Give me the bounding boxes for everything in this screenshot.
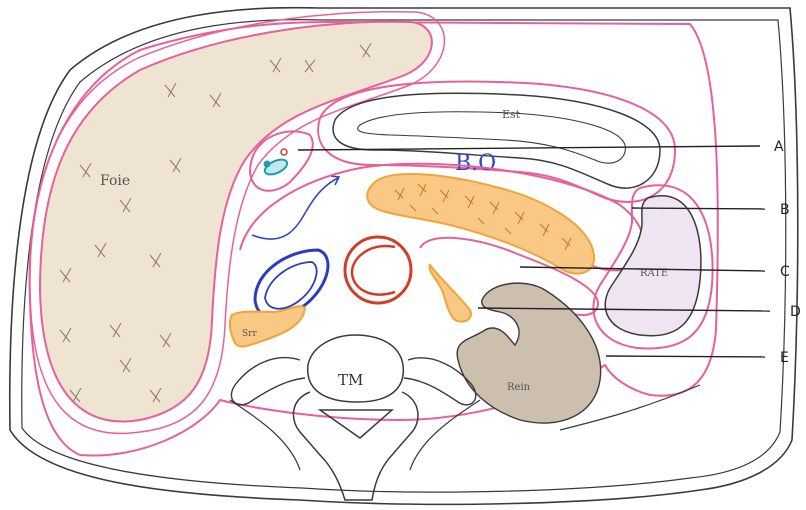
left-adrenal	[429, 265, 471, 322]
stomach-wall	[333, 93, 660, 188]
vertebra-label: TM	[338, 371, 363, 389]
bile-duct	[264, 161, 271, 168]
left-kidney	[457, 283, 601, 423]
omental-bursa-label: B.O	[455, 151, 496, 176]
callout-e: E	[780, 350, 789, 366]
callout-d: D	[790, 304, 801, 320]
liver-label: Foie	[100, 173, 130, 189]
vertebral-body	[308, 335, 404, 402]
stomach-label: Est	[502, 108, 521, 121]
adrenal-label: Srr	[242, 329, 257, 339]
aorta-inner	[352, 246, 395, 294]
transverse-process-left	[231, 358, 305, 405]
hepatic-artery	[281, 149, 287, 155]
spleen	[605, 196, 701, 336]
kidney-label: Rein	[507, 382, 531, 393]
callout-c: C	[780, 264, 790, 280]
callout-b: B	[780, 202, 790, 218]
right-adrenal	[230, 306, 305, 346]
callout-a: A	[774, 139, 784, 155]
pancreas	[367, 174, 594, 274]
epiploic-foramen-arrow	[252, 178, 338, 239]
vertebral-arch	[293, 392, 418, 500]
